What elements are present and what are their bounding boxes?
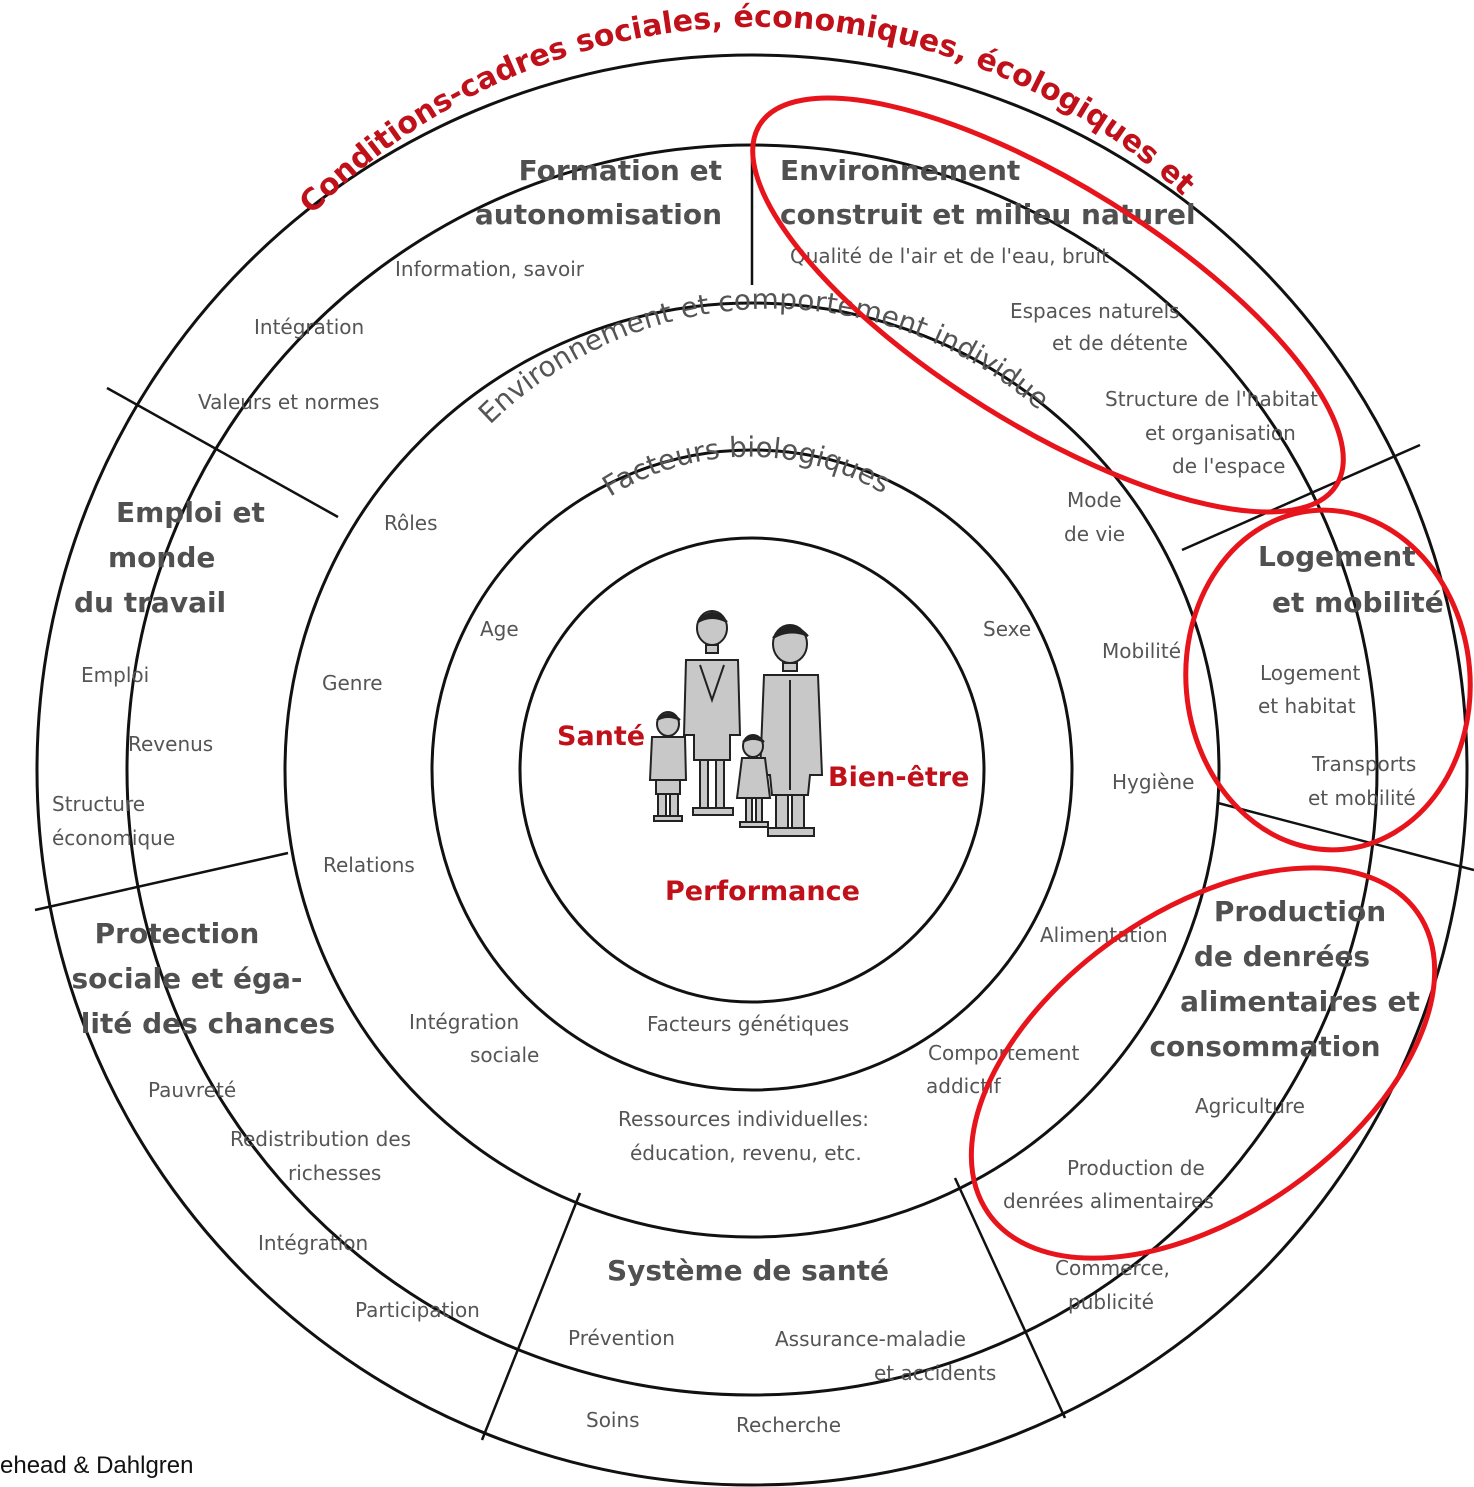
- sector-formation-title-1: Formation et: [519, 154, 722, 187]
- sector-protection-item: Intégration: [258, 1231, 368, 1255]
- man-figure: [758, 624, 824, 837]
- sector-environnement-title-1: Environnement: [780, 154, 1020, 187]
- highlight-ellipse-logement: [1183, 507, 1473, 853]
- middle-ring-labels: Rôles Genre Relations Intégration social…: [322, 488, 1194, 1165]
- sector-environnement-item: et organisation: [1145, 421, 1296, 445]
- sector-protection-title-1: Protection: [95, 917, 260, 950]
- core-circle: [518, 536, 986, 1004]
- sector-production-item: Production de: [1067, 1156, 1205, 1180]
- boy-figure: [648, 711, 688, 822]
- girl-figure: [735, 734, 772, 828]
- inner-ring-label: Facteurs génétiques: [647, 1012, 849, 1036]
- sector-logement-item: et mobilité: [1308, 786, 1416, 810]
- sector-sante-title: Système de santé: [607, 1254, 889, 1287]
- sector-emploi-item: Revenus: [128, 732, 213, 756]
- sector-sante-item: Assurance-maladie: [775, 1327, 966, 1351]
- sector-production-item: Commerce,: [1055, 1256, 1170, 1280]
- inner-ring-labels: Age Sexe Facteurs génétiques: [480, 617, 1031, 1036]
- outer-ring: [35, 53, 1469, 1487]
- sector-environnement-item: Structure de l'habitat: [1105, 387, 1318, 411]
- sector-formation-item: Information, savoir: [395, 257, 585, 281]
- sector-production-title-3: alimentaires et: [1180, 985, 1420, 1018]
- source-credit: ehead & Dahlgren: [0, 1452, 194, 1479]
- sector-production-item: publicité: [1068, 1290, 1154, 1314]
- inner-ring: [430, 448, 1074, 1092]
- sector-protection-item: richesses: [288, 1161, 381, 1185]
- sector-protection: Protection sociale et éga- lité des chan…: [72, 917, 480, 1322]
- sector-emploi-item: Emploi: [81, 663, 149, 687]
- middle-ring-label: Intégration: [409, 1010, 519, 1034]
- sector-formation-title-2: autonomisation: [475, 198, 722, 231]
- sector-production-title-1: Production: [1214, 895, 1386, 928]
- sector-formation: Formation et autonomisation Information,…: [198, 154, 722, 414]
- sector-environnement-item: Qualité de l'air et de l'eau, bruit: [790, 244, 1109, 268]
- sector-production: Production de denrées alimentaires et co…: [1003, 895, 1420, 1314]
- inner-title: Facteurs biologiques: [597, 431, 897, 503]
- sector-emploi-item: Structure: [52, 792, 145, 816]
- sector-emploi-title-2: monde: [108, 541, 215, 574]
- middle-ring-label: Mobilité: [1102, 639, 1181, 663]
- sector-sante-item: et accidents: [874, 1361, 996, 1385]
- sector-environnement-item: de l'espace: [1172, 454, 1285, 478]
- middle-ring-label: de vie: [1064, 522, 1125, 546]
- sector-protection-item: Pauvreté: [148, 1078, 236, 1102]
- sector-environnement-item: Espaces naturels: [1010, 299, 1180, 323]
- family-figures: [648, 610, 824, 837]
- sector-protection-item: Participation: [355, 1298, 480, 1322]
- sector-sante-item: Recherche: [736, 1413, 841, 1437]
- sector-environnement: Environnement construit et milieu nature…: [780, 154, 1318, 478]
- sector-production-item: Agriculture: [1195, 1094, 1305, 1118]
- sector-sante-item: Soins: [586, 1408, 640, 1432]
- sector-production-item: denrées alimentaires: [1003, 1189, 1214, 1213]
- middle-ring: [283, 301, 1221, 1239]
- sector-logement-title-1: Logement: [1258, 540, 1416, 573]
- sector-production-title-2: de denrées: [1194, 940, 1370, 973]
- sector-logement-item: Transports: [1311, 752, 1416, 776]
- sector-formation-item: Valeurs et normes: [198, 390, 379, 414]
- sector-emploi-title-1: Emploi et: [116, 496, 265, 529]
- inner-ring-label: Sexe: [983, 617, 1031, 641]
- sector-protection-title-2: sociale et éga-: [72, 962, 303, 995]
- middle-ring-label: Mode: [1067, 488, 1122, 512]
- center-sante: Santé: [557, 721, 645, 752]
- sector-emploi-item: économique: [52, 826, 175, 850]
- middle-ring-label: Relations: [323, 853, 415, 877]
- highlight-ellipse-production: [968, 865, 1438, 1261]
- sector-logement-title-2: et mobilité: [1272, 586, 1444, 619]
- sector-sante-item: Prévention: [568, 1326, 675, 1350]
- middle-ring-label: Alimentation: [1040, 923, 1168, 947]
- sector-protection-title-3: lité des chances: [81, 1007, 335, 1040]
- sector-emploi-title-3: du travail: [74, 586, 226, 619]
- sector-logement: Logement et mobilité Logement et habitat…: [1258, 540, 1444, 810]
- middle-ring-label: éducation, revenu, etc.: [630, 1141, 862, 1165]
- sector-emploi: Emploi et monde du travail Emploi Revenu…: [52, 496, 265, 850]
- sector-systeme-sante: Système de santé Prévention Assurance-ma…: [568, 1254, 996, 1437]
- highlight-ellipse-environnement: [750, 95, 1346, 515]
- sector-protection-item: Redistribution des: [230, 1127, 411, 1151]
- middle-ring-label: Genre: [322, 671, 383, 695]
- middle-ring-label: Ressources individuelles:: [618, 1107, 869, 1131]
- sector-production-title-4: consommation: [1149, 1030, 1380, 1063]
- center-bien-etre: Bien-être: [828, 762, 969, 793]
- inner-ring-label: Age: [480, 617, 519, 641]
- highlight-annotations: [750, 95, 1473, 1261]
- sector-dividers: [34, 143, 1474, 1441]
- center-performance: Performance: [665, 876, 860, 907]
- middle-ring-label: sociale: [470, 1043, 539, 1067]
- woman-figure: [682, 610, 742, 816]
- sector-logement-item: et habitat: [1258, 694, 1356, 718]
- sector-environnement-item: et de détente: [1052, 331, 1188, 355]
- middle-ring-label: Rôles: [384, 511, 438, 535]
- sector-logement-item: Logement: [1260, 661, 1360, 685]
- sector-formation-item: Intégration: [254, 315, 364, 339]
- middle-ring-label: Hygiène: [1112, 770, 1194, 794]
